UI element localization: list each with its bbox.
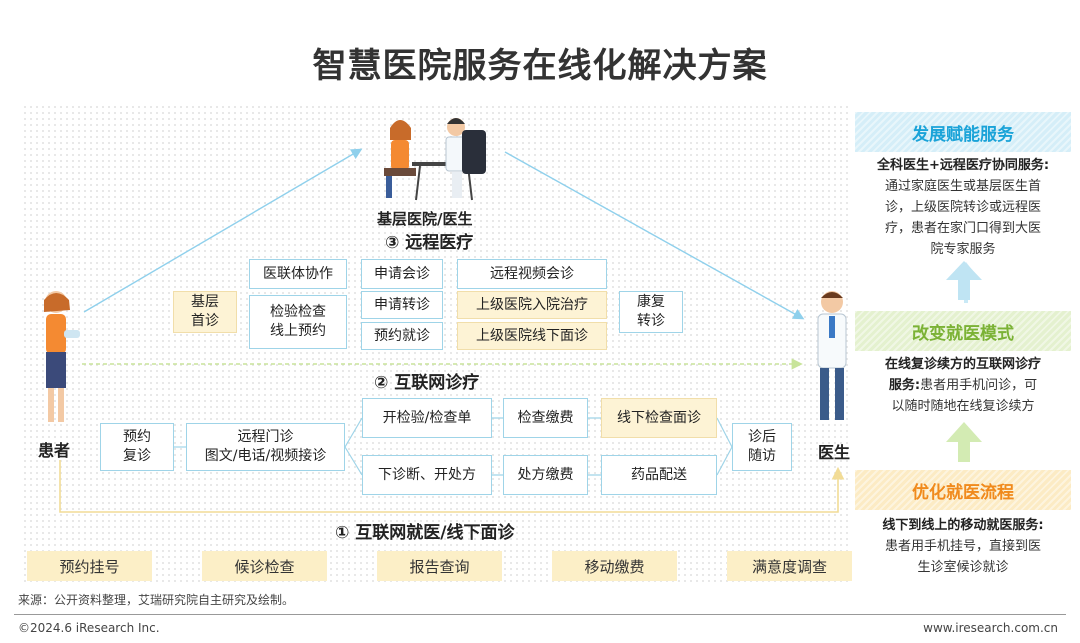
bar-payment: 移动缴费 xyxy=(552,551,677,581)
box-aftercare: 诊后 随访 xyxy=(732,423,792,471)
panel-title-model: 改变就医模式 xyxy=(855,311,1071,351)
box-followup: 预约 复诊 xyxy=(100,423,174,471)
box-delivery: 药品配送 xyxy=(601,455,717,495)
bar-register: 预约挂号 xyxy=(27,551,152,581)
footer-source: 来源：公开资料整理，艾瑞研究院自主研究及绘制。 xyxy=(18,593,295,607)
doctor-illustration xyxy=(817,291,847,420)
box-rehab-line2: 转诊 xyxy=(637,313,665,329)
up-arrow-2 xyxy=(946,422,982,462)
box-alliance: 医联体协作 xyxy=(249,259,347,289)
panel-process-line1: 患者用手机挂号，直接到医 xyxy=(884,539,1041,554)
box-grassroots-first-line2: 首诊 xyxy=(191,313,219,329)
box-apply-consult: 申请会诊 xyxy=(361,259,443,289)
panel-title-empower: 发展赋能服务 xyxy=(855,112,1071,152)
up-arrow-1 xyxy=(946,261,982,300)
bar-survey: 满意度调查 xyxy=(727,551,852,581)
panel-process-line2: 生诊室候诊就诊 xyxy=(917,560,1009,575)
box-aftercare-line1: 诊后 xyxy=(748,429,776,445)
bar-waiting: 候诊检查 xyxy=(202,551,327,581)
panel-process-bold: 线下到线上的移动就医服务: xyxy=(882,518,1044,533)
primary-hospital-label: 基层医院/医生 xyxy=(377,210,473,228)
box-superior-offline: 上级医院线下面诊 xyxy=(457,322,607,350)
box-exam-online: 检验检查 线上预约 xyxy=(249,295,347,349)
box-remote-clinic: 远程门诊 图文/电话/视频接诊 xyxy=(186,423,345,471)
box-exam-pay: 检查缴费 xyxy=(503,398,588,438)
panel-empower-line4: 院专家服务 xyxy=(930,242,996,257)
panel-model-line2: 服务:患者用手机问诊，可 xyxy=(858,375,1068,396)
box-video-consult: 远程视频会诊 xyxy=(457,259,607,289)
footer-copyright: ©2024.6 iResearch Inc. xyxy=(18,621,160,635)
footer-url[interactable]: www.iresearch.com.cn xyxy=(923,621,1058,635)
box-appointment: 预约就诊 xyxy=(361,322,443,350)
box-rehab-transfer: 康复 转诊 xyxy=(619,291,683,333)
box-exam-online-line1: 检验检查 xyxy=(270,304,326,320)
section-remote-label: ③ 远程医疗 xyxy=(385,233,474,253)
panel-empower-text: 通过家庭医生或基层医生首 诊，上级医院转诊或远程医 疗，患者在家门口得到大医 院… xyxy=(858,176,1068,260)
box-grassroots-first-line1: 基层 xyxy=(191,294,219,310)
panel-model-bold1: 在线复诊续方的互联网诊疗 xyxy=(884,357,1041,372)
panel-model-line3: 以随时随地在线复诊续方 xyxy=(891,399,1035,414)
page-title: 智慧医院服务在线化解决方案 xyxy=(312,46,768,86)
panel-model-inline: 患者用手机问诊，可 xyxy=(920,378,1038,393)
section-internet-label: ② 互联网诊疗 xyxy=(374,373,480,393)
panel-empower-bold: 全科医生+远程医疗协同服务: xyxy=(876,158,1050,173)
section-offline-label: ① 互联网就医/线下面诊 xyxy=(335,523,515,543)
arrow-patient-to-remote xyxy=(83,148,363,313)
footer-divider xyxy=(14,614,1066,615)
doctor-label: 医生 xyxy=(818,443,851,462)
consultation-illustration xyxy=(384,118,486,201)
arrow-offline xyxy=(59,460,845,513)
box-diagnose: 下诊断、开处方 xyxy=(362,455,492,495)
panel-empower-line2: 诊，上级医院转诊或远程医 xyxy=(884,200,1041,215)
box-remote-clinic-line1: 远程门诊 xyxy=(237,429,294,445)
box-grassroots-first: 基层 首诊 xyxy=(173,291,237,333)
box-rx-pay: 处方缴费 xyxy=(503,455,588,495)
box-order-exam: 开检验/检查单 xyxy=(362,398,492,438)
box-followup-line2: 复诊 xyxy=(123,448,151,464)
box-aftercare-line2: 随访 xyxy=(748,448,776,464)
box-followup-line1: 预约 xyxy=(123,429,151,445)
panel-empower-line1: 通过家庭医生或基层医生首 xyxy=(884,179,1041,194)
arrow-remote-to-doctor xyxy=(504,151,805,320)
box-rehab-line1: 康复 xyxy=(637,294,665,310)
panel-title-process: 优化就医流程 xyxy=(855,470,1071,510)
box-apply-transfer: 申请转诊 xyxy=(361,291,443,319)
panel-process-text: 患者用手机挂号，直接到医 生诊室候诊就诊 xyxy=(858,536,1068,578)
bar-report: 报告查询 xyxy=(377,551,502,581)
patient-illustration xyxy=(44,291,80,422)
panel-empower-line3: 疗，患者在家门口得到大医 xyxy=(884,221,1041,236)
box-offline-exam: 线下检查面诊 xyxy=(601,398,717,438)
patient-label: 患者 xyxy=(38,441,71,460)
box-superior-inpatient: 上级医院入院治疗 xyxy=(457,291,607,319)
panel-model-bold2: 服务: xyxy=(888,378,921,393)
box-exam-online-line2: 线上预约 xyxy=(270,323,326,339)
box-remote-clinic-line2: 图文/电话/视频接诊 xyxy=(204,448,327,464)
